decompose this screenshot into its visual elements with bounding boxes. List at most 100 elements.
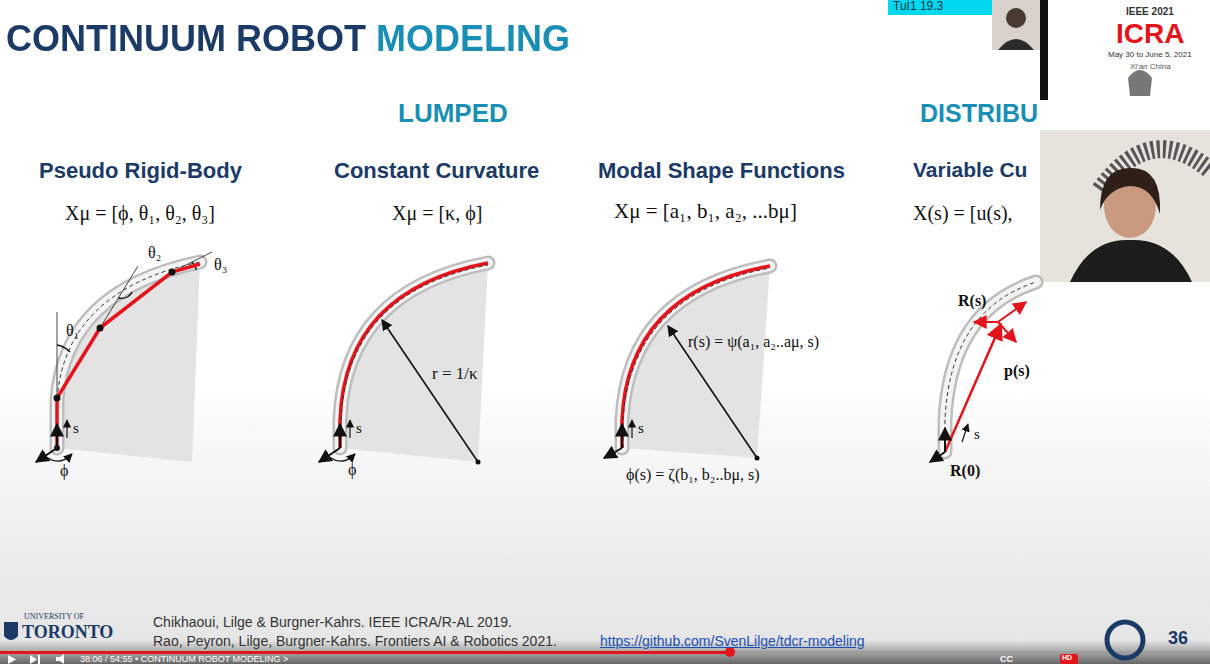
joint — [54, 395, 61, 402]
base-frame — [56, 424, 58, 448]
radius-label: r = 1/κ — [432, 364, 478, 384]
play-icon — [8, 655, 16, 664]
state-vector: Xμ = [ϕ, θ₁, θ₂, θ₃] — [65, 202, 215, 225]
presenter-body — [1070, 240, 1192, 282]
logo-statue — [1128, 70, 1152, 96]
webcam-person — [998, 39, 1034, 50]
logo-text: ICRA — [1116, 18, 1184, 50]
base-frame — [36, 448, 57, 462]
centerline — [945, 282, 1036, 452]
logo-text: IEEE 2021 — [1126, 6, 1174, 18]
backbone-curve — [340, 263, 488, 448]
arc-length-label: s — [974, 426, 980, 443]
column-heading: Modal Shape Functions — [598, 158, 845, 183]
arc-length-label: s — [356, 420, 362, 437]
joint — [97, 325, 104, 332]
backbone-curve — [622, 266, 770, 448]
university-crest — [4, 622, 18, 640]
phi-arc — [331, 454, 355, 461]
workspace-sector — [57, 262, 200, 462]
logo-text: Xi'an China — [1130, 62, 1171, 71]
reference: Chikhaoui, Lilge & Burgner-Kahrs. IEEE I… — [153, 614, 512, 630]
presenter-hair — [1100, 168, 1160, 214]
slide-title: CONTINUUM ROBOT MODELING — [6, 18, 570, 59]
angle-ref-line — [57, 312, 58, 398]
workspace-sector — [622, 266, 770, 458]
reference: Rao, Peyron, Lilge, Burgner-Kahrs. Front… — [153, 633, 557, 649]
arc-length-label: s — [73, 420, 79, 437]
column-heading: Variable Cu — [913, 158, 1027, 182]
robot-tube — [622, 266, 770, 448]
group-heading: LUMPED — [398, 99, 508, 129]
workspace-sector — [340, 263, 488, 462]
group-heading: DISTRIBU — [920, 99, 1038, 128]
next-icon — [30, 655, 40, 664]
webcam-person — [1006, 8, 1026, 28]
base-frame — [319, 448, 340, 462]
rigid-links — [57, 264, 200, 448]
base-frame — [339, 424, 341, 448]
robot-tube — [340, 263, 488, 448]
university-name: TORONTO — [22, 622, 113, 643]
base-frame — [604, 448, 622, 458]
player-time: 38:06 / 54:55 • CONTINUUM ROBOT MODELING… — [80, 654, 288, 664]
logo-text: May 30 to June 5, 2021 — [1108, 50, 1192, 59]
robot-tube — [57, 262, 200, 448]
angle-label: θ₂ — [148, 244, 161, 262]
angle-label: ϕ — [60, 462, 68, 480]
progress-played — [0, 651, 730, 654]
state-vector: X(s) = [u(s), — [913, 202, 1013, 225]
logo-panel — [1048, 0, 1210, 98]
frame-axis — [974, 321, 998, 323]
arc-length-arrow — [66, 420, 67, 438]
frame-label: R(0) — [950, 462, 980, 480]
university-name: UNIVERSITY OF — [24, 612, 84, 621]
state-vector: Xμ = [a₁, b₁, a₂, ...bμ] — [614, 199, 797, 223]
small-webcam — [992, 0, 1040, 50]
player-button: CC — [1000, 654, 1013, 664]
state-vector: Xμ = [κ, ϕ] — [392, 202, 482, 225]
frame-axis — [998, 302, 1026, 322]
arc-length-label: s — [638, 420, 644, 437]
angle-label: ϕ — [348, 461, 356, 479]
volume-icon — [56, 654, 64, 664]
robot-tube — [622, 266, 770, 448]
column-heading: Pseudo Rigid-Body — [39, 158, 242, 183]
frame-label: R(s) — [958, 292, 986, 310]
robot-tube — [57, 262, 200, 448]
robot-tube — [945, 282, 1036, 452]
angle-ref-line — [100, 266, 138, 328]
player-button: HD — [1062, 654, 1072, 662]
reference-link: https://github.com/SvenLilge/tdcr-modeli… — [600, 633, 865, 649]
session-tag: TuI1 19.3 — [893, 0, 943, 14]
base-frame — [621, 424, 623, 448]
hd-badge — [1060, 654, 1078, 664]
centerline — [57, 262, 200, 448]
angle-arc — [118, 292, 132, 298]
arc-length-arrow — [349, 420, 350, 438]
session-tag — [888, 0, 992, 15]
webcam-divider — [1040, 0, 1048, 100]
robot-tube — [945, 282, 1036, 452]
shape-function: r(s) = ψ(a₁, a₂..aμ, s) — [688, 333, 819, 351]
position-vector — [945, 324, 1001, 452]
slide-number: 36 — [1168, 628, 1188, 649]
frame-axis — [998, 322, 1016, 342]
progress-track — [0, 651, 1210, 654]
arc-length-arrow — [962, 424, 968, 442]
radius-arrow — [382, 320, 478, 462]
base-frame — [944, 428, 946, 452]
shape-function: ϕ(s) = ζ(b₁, b₂..bμ, s) — [626, 466, 760, 484]
centerline — [341, 265, 488, 448]
lab-logo — [1107, 622, 1143, 658]
joint — [169, 269, 176, 276]
column-heading: Constant Curvature — [334, 158, 539, 183]
phi-arc — [48, 454, 72, 461]
arc-length-arrow — [631, 420, 632, 438]
centerline — [623, 268, 770, 448]
angle-label: θ₃ — [214, 256, 227, 274]
angle-label: θ₁ — [66, 322, 79, 340]
position-label: p(s) — [1004, 362, 1030, 380]
base-frame — [930, 452, 945, 462]
presenter-webcam — [1040, 130, 1210, 282]
